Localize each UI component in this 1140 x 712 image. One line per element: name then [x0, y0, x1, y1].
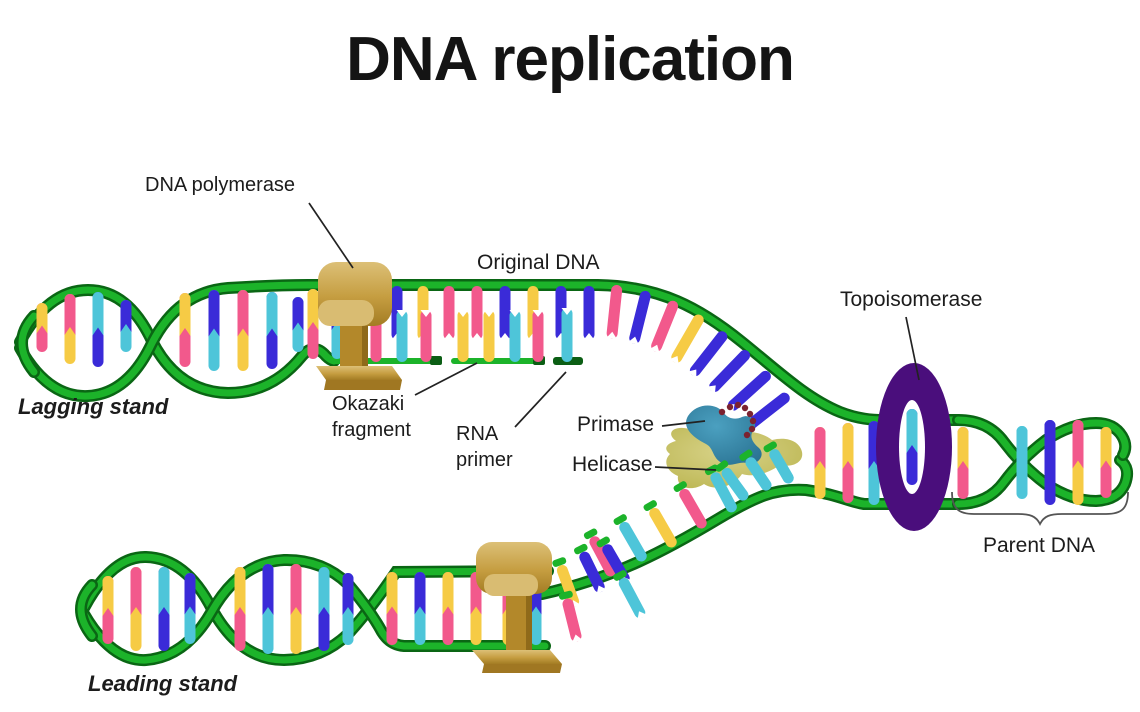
- page-title: DNA replication: [346, 25, 795, 94]
- pointer-topoisomerase: [905, 316, 920, 381]
- pointer-okazaki-fragment: [414, 362, 478, 396]
- dna-polymerase-clamp-bottom: [472, 542, 562, 673]
- pointer-lines: [308, 202, 920, 471]
- label-leading-strand: Leading stand: [88, 671, 238, 696]
- parent-dna-brace: [951, 491, 1129, 527]
- pointer-primase: [661, 420, 706, 427]
- dna-polymerase-clamp-top: [316, 262, 402, 390]
- label-okazaki-fragment: Okazaki fragment: [332, 393, 411, 441]
- label-rna-primer: RNA primer: [456, 423, 513, 471]
- pointer-helicase: [654, 466, 717, 471]
- label-helicase: Helicase: [572, 453, 653, 476]
- label-lagging-strand: Lagging stand: [18, 394, 169, 419]
- label-original-dna: Original DNA: [477, 251, 600, 274]
- dna-strands: [14, 279, 1134, 667]
- nucleotide-dots: [718, 401, 757, 439]
- label-dna-polymerase: DNA polymerase: [145, 174, 296, 196]
- floating-nucleotides: [552, 441, 794, 643]
- pointer-rna-primer: [514, 371, 567, 428]
- pointer-dna-polymerase: [308, 202, 354, 269]
- label-parent-dna: Parent DNA: [983, 534, 1096, 557]
- primase-blob: [686, 405, 762, 465]
- label-primase: Primase: [577, 413, 655, 436]
- ring-hole-rung: [906, 409, 918, 486]
- label-topoisomerase: Topoisomerase: [840, 288, 983, 311]
